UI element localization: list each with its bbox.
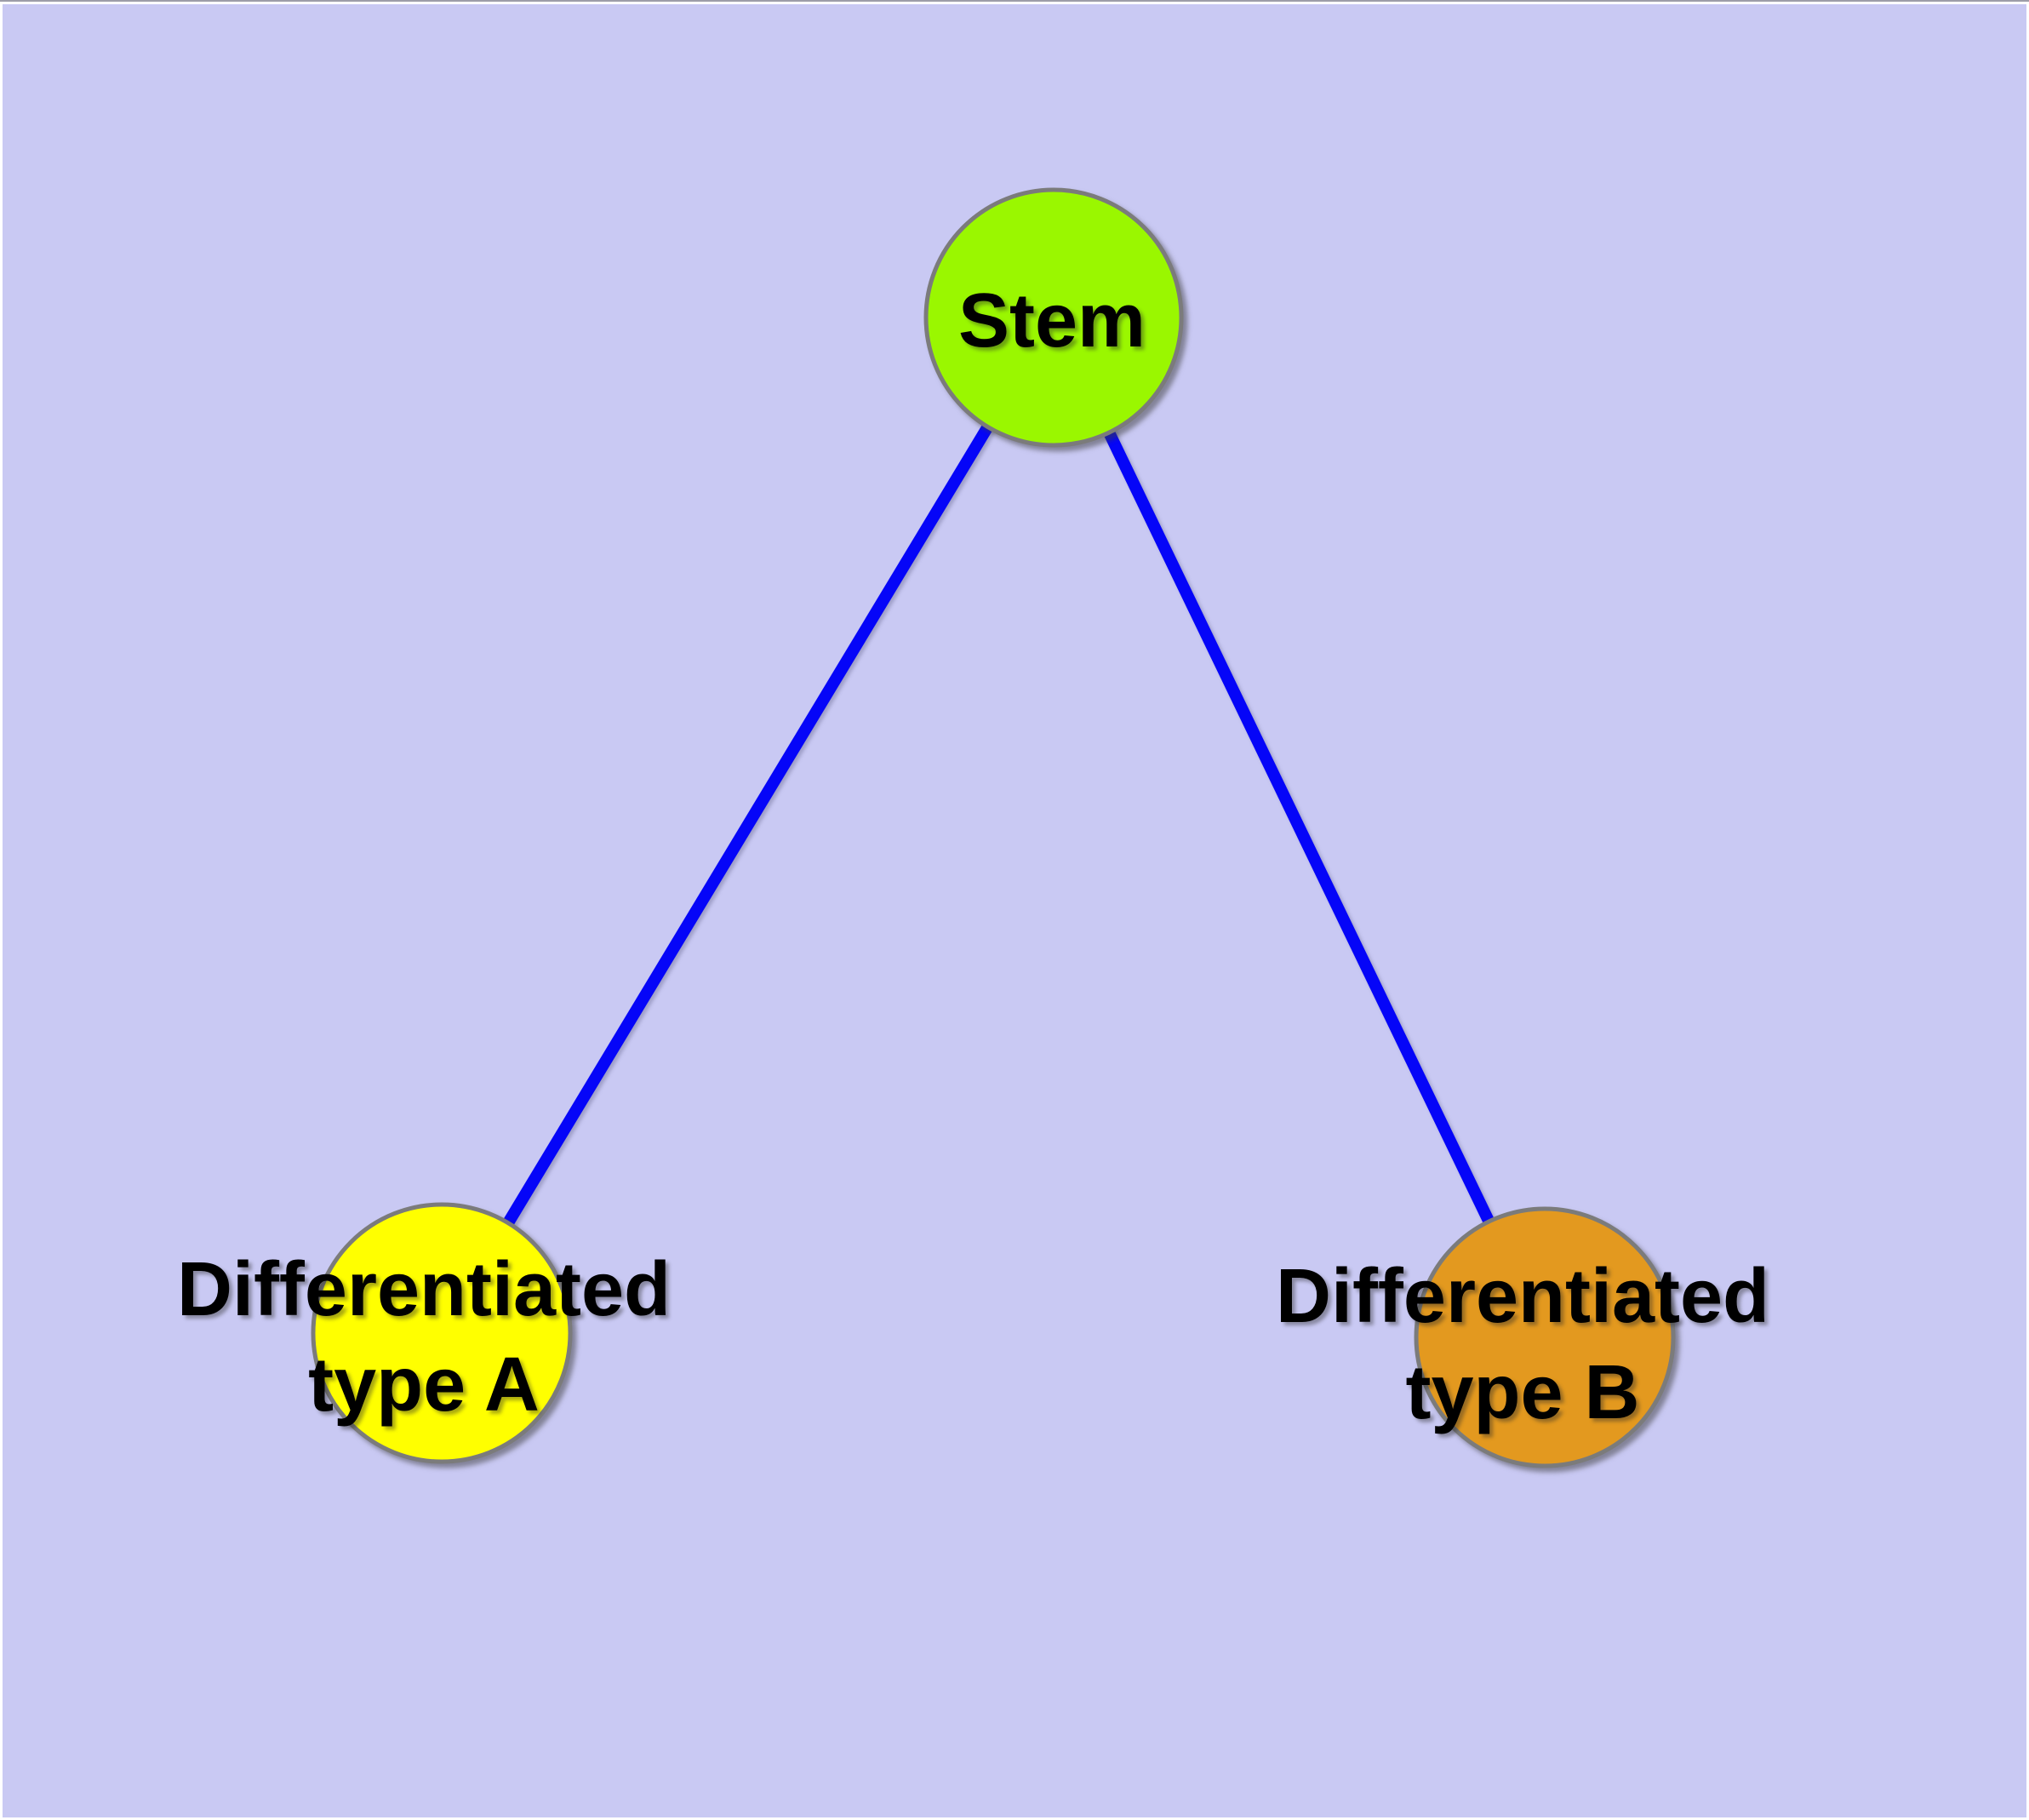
label-layer: Stem Differentiated type A Differentiate… — [177, 278, 1769, 1435]
edge-stem-to-type-a — [437, 314, 1059, 1336]
node-type-b-label-line-2: type B — [1405, 1350, 1639, 1435]
edge-stem-to-type-b — [1048, 314, 1551, 1341]
node-layer — [311, 187, 1676, 1468]
node-type-a-label-line-2: type A — [308, 1342, 540, 1428]
node-differentiated-type-a-circle — [311, 1202, 573, 1464]
edge-layer — [437, 314, 1551, 1341]
node-type-a-label-line-1: Differentiated — [177, 1247, 671, 1332]
node-differentiated-type-b-circle — [1414, 1206, 1676, 1468]
node-stem-label: Stem — [958, 278, 1146, 363]
node-type-b-label-line-1: Differentiated — [1276, 1254, 1769, 1339]
node-stem-circle — [923, 187, 1184, 448]
